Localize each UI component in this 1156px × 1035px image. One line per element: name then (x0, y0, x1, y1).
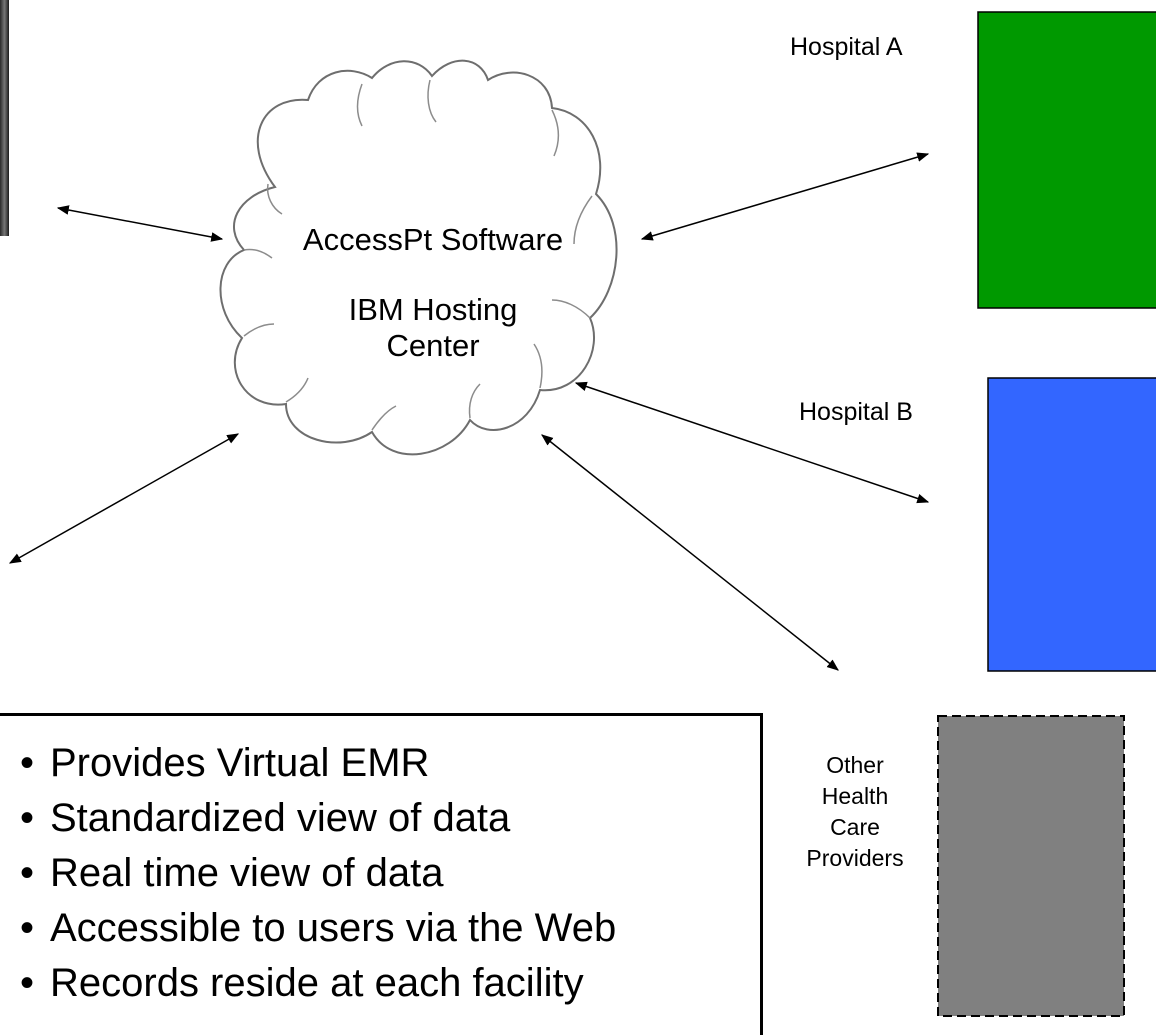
feature-item: • Provides Virtual EMR (20, 736, 760, 791)
feature-item: • Records reside at each facility (20, 956, 760, 1011)
other-providers-box (937, 715, 1125, 1017)
cloud-shape (219, 59, 618, 456)
other-line-3: Care (830, 814, 880, 840)
arrow-left-bottom (8, 433, 240, 564)
other-line-2: Health (821, 783, 889, 809)
arrow-hospital-a (640, 152, 930, 241)
bullet-dot: • (20, 851, 35, 895)
feature-text: Accessible to users via the Web (50, 906, 617, 950)
bullet-dot: • (20, 906, 35, 950)
arrow-other-providers (541, 434, 839, 671)
features-list: • Provides Virtual EMR • Standardized view… (0, 716, 760, 1011)
photo-fragment (0, 0, 9, 236)
features-box: • Provides Virtual EMR • Standardized view… (0, 713, 763, 1035)
feature-text: Standardized view of data (50, 796, 511, 840)
cloud-line-2: IBM Hosting (348, 292, 518, 327)
hospital-b-label: Hospital B (799, 398, 913, 426)
hospital-b-box (987, 377, 1156, 672)
cloud-line-3: Center (386, 328, 480, 363)
other-providers-label: Other Health Care Providers (800, 750, 910, 874)
arrow-left-top (56, 205, 224, 242)
other-line-4: Providers (806, 845, 904, 871)
feature-text: Records reside at each facility (50, 961, 584, 1005)
feature-item: • Accessible to users via the Web (20, 901, 760, 956)
hospital-a-box (977, 11, 1156, 309)
hospital-a-label: Hospital A (790, 33, 903, 61)
bullet-dot: • (20, 796, 35, 840)
feature-text: Real time view of data (50, 851, 444, 895)
cloud-line-1: AccessPt Software (302, 222, 564, 257)
cloud-subtitle: IBM Hosting Center (268, 292, 598, 364)
bullet-dot: • (20, 741, 35, 785)
cloud-title: AccessPt Software (268, 222, 598, 258)
feature-text: Provides Virtual EMR (50, 741, 430, 785)
feature-item: • Standardized view of data (20, 791, 760, 846)
other-line-1: Other (826, 752, 884, 778)
bullet-dot: • (20, 961, 35, 1005)
feature-item: • Real time view of data (20, 846, 760, 901)
